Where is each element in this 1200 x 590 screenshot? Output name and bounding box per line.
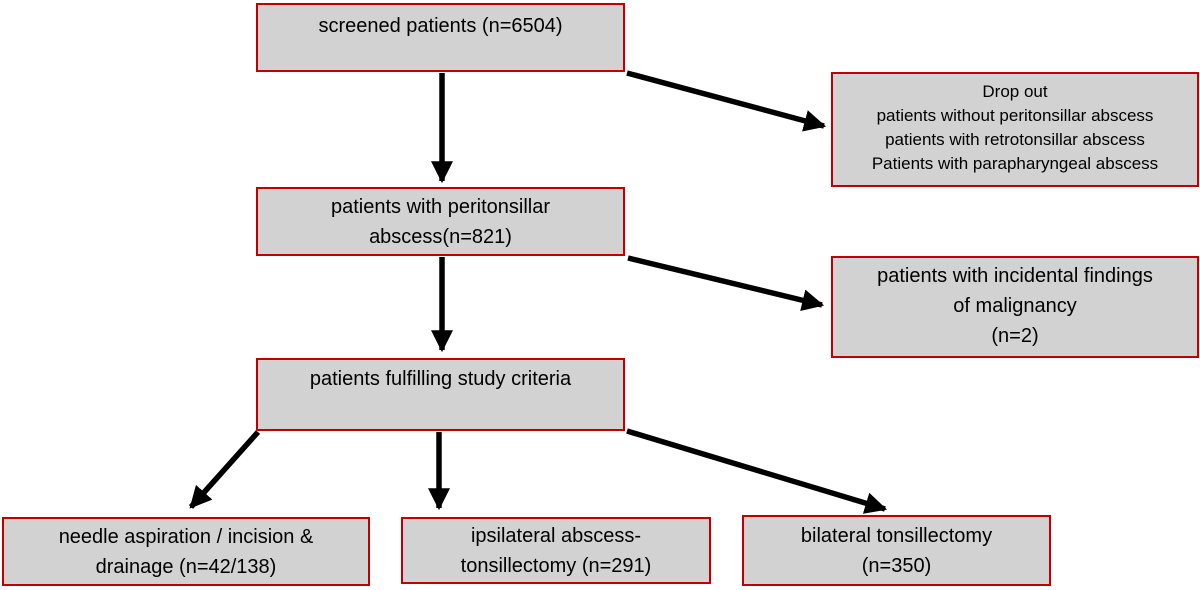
box-label: Patients with parapharyngeal abscess <box>871 154 1159 173</box>
box-label: (n=2) <box>991 325 1039 347</box>
box-label: patients with retrotonsillar abscess <box>885 130 1145 149</box>
arrow-criteria-to-bilateral <box>626 428 888 514</box>
box-drop-out: Drop out patients without peritonsillar … <box>831 72 1199 187</box>
box-label: screened patients (n=6504) <box>318 15 563 37</box>
box-label: patients fulfilling study criteria <box>309 368 572 390</box>
box-label: bilateral tonsillectomy <box>800 525 993 547</box>
box-label: patients with peritonsillar <box>331 196 550 218</box>
box-label: ipsilateral abscess- <box>470 525 642 547</box>
box-study-criteria: patients fulfilling study criteria <box>256 358 625 431</box>
box-label: abscess(n=821) <box>369 226 512 248</box>
box-ipsilateral-tonsillectomy: ipsilateral abscess- tonsillectomy (n=29… <box>401 517 711 584</box>
box-label: of malignancy <box>953 295 1077 317</box>
box-title: Drop out <box>982 82 1048 101</box>
box-label: drainage (n=42/138) <box>95 556 277 578</box>
arrow-peritonsillar-to-malignancy <box>627 255 825 312</box>
arrow-screened-to-dropout <box>626 70 827 132</box>
box-label: (n=350) <box>861 555 932 577</box>
box-peritonsillar-abscess: patients with peritonsillar abscess(n=82… <box>256 187 625 256</box>
box-bilateral-tonsillectomy: bilateral tonsillectomy (n=350) <box>742 515 1051 586</box>
box-needle-aspiration: needle aspiration / incision & drainage … <box>2 517 370 586</box>
arrow-criteria-to-needle <box>188 430 261 509</box>
box-screened-patients: screened patients (n=6504) <box>256 3 625 72</box>
box-label: patients without peritonsillar abscess <box>876 106 1154 125</box>
box-incidental-malignancy: patients with incidental findings of mal… <box>831 256 1199 358</box>
box-label: patients with incidental findings <box>877 265 1153 287</box>
box-label: needle aspiration / incision & <box>58 526 314 548</box>
box-label: tonsillectomy (n=291) <box>460 555 652 577</box>
